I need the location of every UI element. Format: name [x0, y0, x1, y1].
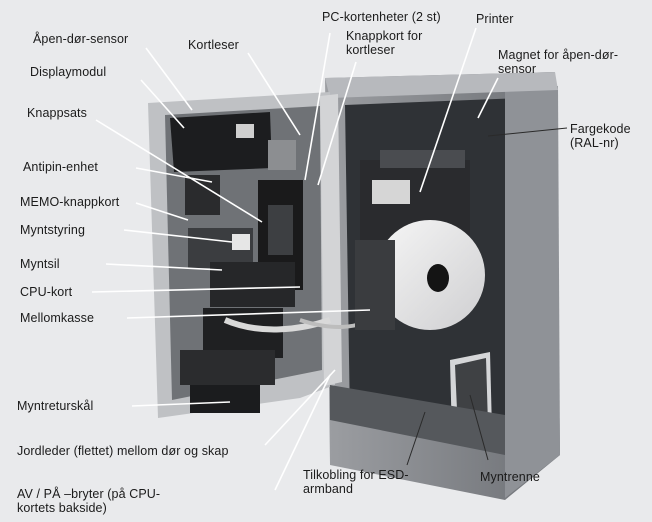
- label-knappsats: Knappsats: [27, 106, 87, 120]
- printer-assembly: [355, 150, 485, 330]
- label-av-pa-bryter: AV / PÅ –bryter (på CPU- kortets bakside…: [17, 487, 161, 515]
- label-knappkort-kortleser: Knappkort for kortleser: [346, 29, 423, 57]
- label-myntstyring: Myntstyring: [20, 223, 86, 237]
- label-memo: MEMO-knappkort: [20, 195, 120, 209]
- label-pc-kortenheter: PC-kortenheter (2 st): [322, 10, 441, 24]
- label-mellomkasse: Mellomkasse: [20, 311, 95, 325]
- label-fargekode: Fargekode (RAL-nr): [570, 122, 631, 150]
- label-apen-dor-sensor: Åpen-dør-sensor: [33, 32, 129, 46]
- label-myntreturskal: Myntreturskål: [17, 399, 94, 413]
- label-cpu-kort: CPU-kort: [20, 285, 73, 299]
- label-displaymodul: Displaymodul: [30, 65, 107, 79]
- display-module: [170, 112, 296, 172]
- label-jordleder: Jordleder (flettet) mellom dør og skap: [17, 444, 229, 458]
- leader-lines: [91, 27, 568, 491]
- coin-chute: [330, 352, 505, 455]
- label-kortleser: Kortleser: [188, 38, 239, 52]
- label-antipin: Antipin-enhet: [23, 160, 98, 174]
- label-magnet: Magnet for åpen-dør- sensor: [498, 48, 619, 76]
- door-electronics: [180, 175, 377, 413]
- label-tilkobling-esd: Tilkobling for ESD- armband: [303, 468, 409, 496]
- label-printer: Printer: [476, 12, 514, 26]
- label-myntsil: Myntsil: [20, 257, 60, 271]
- label-myntrenne: Myntrenne: [480, 470, 540, 484]
